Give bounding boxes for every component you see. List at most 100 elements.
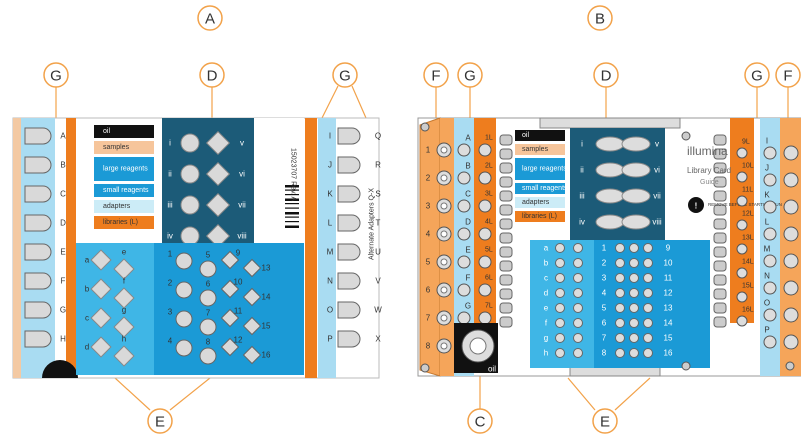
callout-f: F (775, 62, 801, 88)
sample-well-g (113, 316, 135, 338)
screw (420, 363, 430, 373)
right-number-well-9 (783, 145, 799, 161)
adapter-b-label-iii: iii (579, 192, 585, 201)
sample-b-num-well (643, 288, 653, 298)
legend-b-label-large-reagents: large reagents (522, 166, 567, 173)
pin (499, 302, 513, 314)
pin (499, 204, 513, 216)
library-left-well-7L (478, 311, 492, 325)
sample-well-a (90, 249, 112, 271)
library-right-15L: 15L (742, 283, 754, 290)
number-label-1: 1 (168, 250, 173, 259)
sample-b-num-well (615, 273, 625, 283)
legend-label-oil: oil (103, 128, 110, 135)
sample-b-num-well (643, 303, 653, 313)
left-well-center (440, 174, 448, 182)
sample-b-num-well (643, 273, 653, 283)
left-well-center (440, 258, 448, 266)
sample-b-letter-a: a (544, 244, 549, 253)
barcode-bar (285, 185, 299, 188)
callout-leader (351, 85, 367, 119)
right-number-well-12 (783, 226, 799, 242)
adapter-label-iii: iii (167, 201, 173, 210)
pin (499, 218, 513, 230)
well-i (337, 127, 361, 145)
adapter-label-i: i (169, 139, 171, 148)
right-letter-p: P (764, 326, 769, 335)
right-letter-l: L (765, 218, 770, 227)
adapter-b-label-i: i (581, 140, 583, 149)
sample-label-b: b (85, 285, 90, 294)
sample-panel-left (76, 243, 154, 375)
screw (681, 131, 691, 141)
sample-b-num-10: 10 (664, 259, 673, 268)
callout-label: G (339, 68, 351, 85)
callout-circle (147, 408, 173, 434)
sample-b-num-well (615, 333, 625, 343)
number-label-7: 7 (206, 309, 211, 318)
adapter-label-iv: iv (167, 232, 173, 241)
well-e (24, 243, 52, 261)
sample-b-letter-g: g (544, 334, 548, 343)
pin (713, 302, 727, 314)
sample-b-well-e (555, 303, 565, 313)
adapter-b-well-v (621, 136, 651, 152)
library-left-well-4L (478, 227, 492, 241)
well-label-v: V (375, 277, 381, 286)
card-a-orange-strip-right (305, 118, 317, 378)
well-n (337, 272, 361, 290)
well-label-d: D (60, 219, 66, 228)
adapter-b-well-i (595, 136, 625, 152)
well-g (24, 301, 52, 319)
left-letter-e: E (465, 246, 470, 255)
left-letter-well-a (457, 143, 471, 157)
library-right-9L: 9L (742, 139, 750, 146)
legend-b-label-adapters: adapters (522, 199, 550, 206)
well-label-m: M (327, 248, 334, 257)
library-left-well-2L (478, 171, 492, 185)
warning-icon (688, 197, 704, 213)
library-right-well-11L (736, 195, 748, 207)
well-h (24, 330, 52, 348)
sample-b-num-6: 6 (602, 319, 607, 328)
callout-e: E (592, 408, 618, 434)
pin (499, 162, 513, 174)
library-right-well-15L (736, 291, 748, 303)
sample-b-well-a (555, 243, 565, 253)
sample-b-num-well (615, 258, 625, 268)
left-number-6: 6 (426, 286, 431, 295)
well-label-c: C (60, 190, 66, 199)
left-letter-b: B (465, 162, 470, 171)
number-label-2: 2 (168, 279, 173, 288)
number-well-12 (220, 337, 240, 357)
right-letter-well-i (763, 146, 777, 160)
left-well-center (440, 202, 448, 210)
adapter-b-label-ii: ii (580, 166, 584, 175)
sample-b-num-well (629, 348, 639, 358)
callout-label: C (475, 414, 486, 431)
sample-b-num-well (629, 288, 639, 298)
sample-b-num-11: 11 (664, 274, 673, 283)
left-number-5: 5 (426, 258, 431, 267)
callout-g: G (332, 62, 358, 88)
sample-b-num-9: 9 (666, 244, 671, 253)
library-left-well-3L (478, 199, 492, 213)
legend-label-large-reagents: large reagents (103, 166, 148, 173)
left-letter-a: A (465, 134, 471, 143)
right-letter-well-k (763, 200, 777, 214)
sample-b-letter-f: f (545, 319, 548, 328)
sample-well-b (90, 278, 112, 300)
sample-b-num-well (629, 303, 639, 313)
left-well-center (440, 286, 448, 294)
card-a-orange-strip (66, 118, 76, 378)
number-label-13: 13 (262, 264, 271, 273)
well-l (337, 214, 361, 232)
pin (499, 148, 513, 160)
sample-b-well-f (555, 318, 565, 328)
well-o (337, 301, 361, 319)
well-label-t: T (376, 219, 381, 228)
sample-well-h (113, 345, 135, 367)
sample-b-num-well (629, 318, 639, 328)
